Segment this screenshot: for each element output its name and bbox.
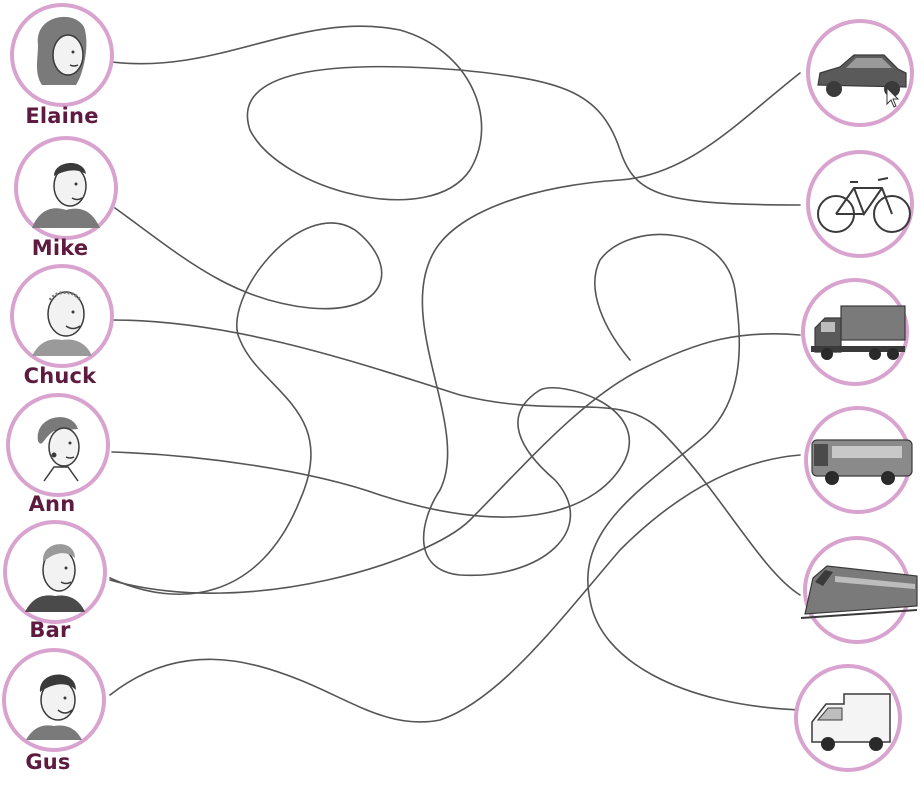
- path-chuck[interactable]: [111, 319, 801, 596]
- car-icon: [817, 54, 907, 97]
- label-ann: Ann: [28, 492, 76, 516]
- man-face-icon: [32, 162, 100, 228]
- vehicle-truck[interactable]: [801, 278, 909, 386]
- person-elaine[interactable]: [10, 3, 114, 107]
- truck-icon: [811, 305, 906, 360]
- path-mike[interactable]: [109, 207, 383, 595]
- label-chuck: Chuck: [23, 364, 97, 388]
- person-chuck[interactable]: [10, 264, 114, 368]
- label-mike: Mike: [31, 236, 89, 260]
- person-gus[interactable]: [2, 648, 106, 752]
- cursor-icon: [886, 86, 900, 108]
- vehicle-train[interactable]: [800, 536, 918, 644]
- bicycle-icon: [817, 177, 911, 233]
- woman-ponytail-face-icon: [37, 417, 80, 482]
- maze-paths: [109, 25, 801, 723]
- person-bar[interactable]: [3, 520, 107, 624]
- person-ann[interactable]: [6, 393, 110, 497]
- person-mike[interactable]: [14, 136, 118, 240]
- path-elaine[interactable]: [111, 25, 801, 206]
- boy-face-icon: [26, 674, 82, 740]
- vehicle-bus[interactable]: [804, 406, 913, 514]
- path-gus[interactable]: [109, 454, 801, 723]
- path-bar[interactable]: [109, 332, 801, 594]
- label-gus: Gus: [25, 750, 71, 774]
- young-man-face-icon: [25, 544, 85, 612]
- path-extra[interactable]: [587, 233, 801, 711]
- bus-icon: [811, 439, 913, 485]
- bald-man-face-icon: [32, 291, 92, 356]
- vehicle-car[interactable]: [806, 19, 914, 127]
- path-ann[interactable]: [111, 72, 801, 577]
- label-elaine: Elaine: [25, 104, 99, 128]
- vehicle-van[interactable]: [794, 664, 902, 772]
- train-icon: [800, 565, 918, 619]
- label-bar: Bar: [29, 618, 71, 642]
- van-icon: [811, 693, 891, 751]
- woman-face-icon: [37, 16, 87, 85]
- vehicle-bicycle[interactable]: [806, 150, 914, 258]
